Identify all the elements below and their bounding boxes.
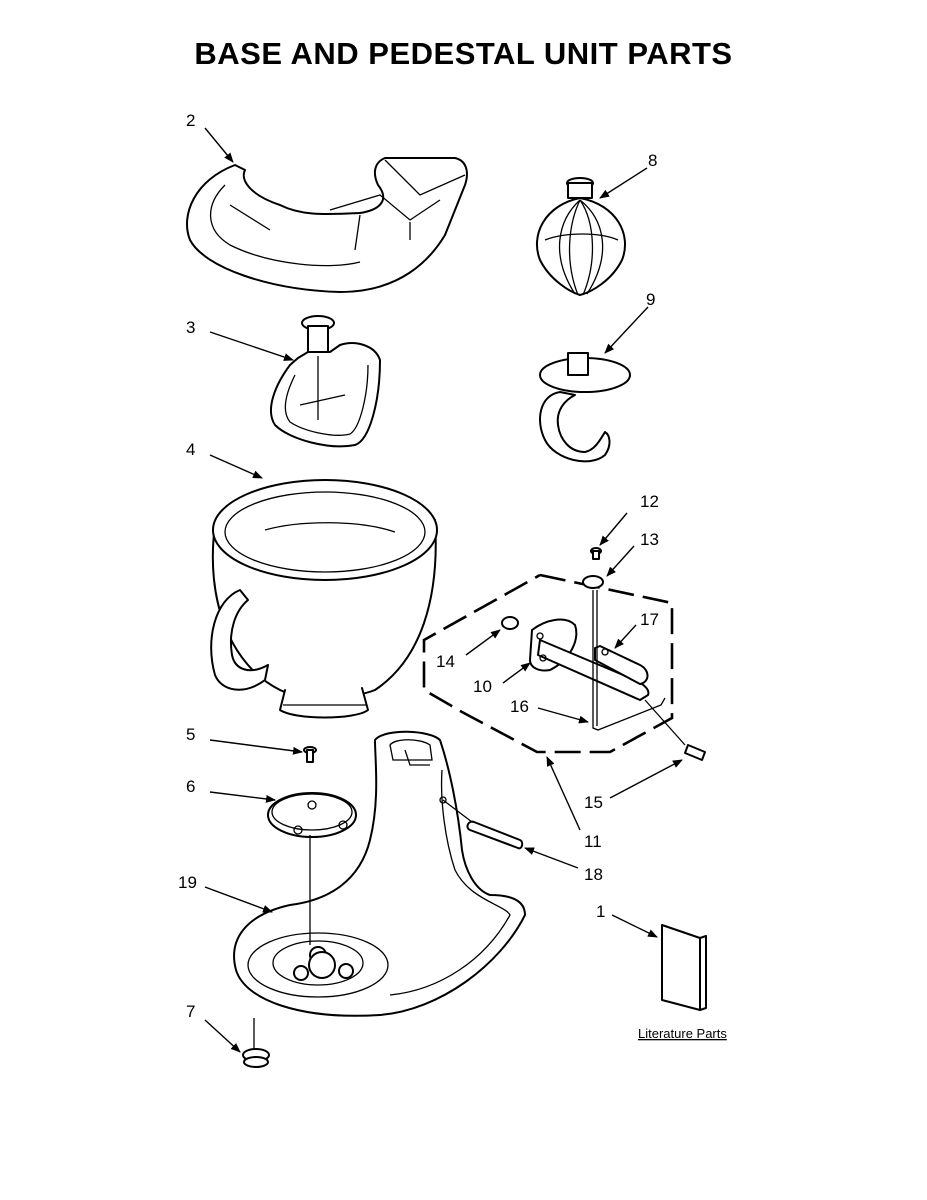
foot-part (242, 1018, 270, 1068)
callout-7: 7 (186, 1002, 195, 1021)
callout-18: 18 (584, 865, 603, 884)
page-title: BASE AND PEDESTAL UNIT PARTS (194, 36, 733, 71)
flat-beater-part (270, 315, 381, 448)
dough-hook-part (539, 352, 631, 463)
callout-6: 6 (186, 777, 195, 796)
wire-whip-part (535, 177, 627, 296)
pouring-shield-part (186, 157, 468, 293)
callout-5: 5 (186, 725, 195, 744)
callout-3: 3 (186, 318, 195, 337)
callout-13: 13 (640, 530, 659, 549)
callout-9: 9 (646, 290, 655, 309)
callout-11: 11 (584, 832, 602, 851)
leader-lines (204, 127, 683, 1053)
pedestal-base-part (233, 730, 526, 1017)
callout-4: 4 (186, 440, 195, 459)
clamp-plate-part (267, 792, 357, 838)
callout-10: 10 (473, 677, 492, 696)
callout-16: 16 (510, 697, 529, 716)
callout-19: 19 (178, 873, 197, 892)
callout-14: 14 (436, 652, 455, 671)
callout-8: 8 (648, 151, 657, 170)
screw-part (303, 746, 317, 763)
callout-1: 1 (596, 902, 605, 921)
literature-parts-label: Literature Parts (638, 1026, 727, 1041)
callout-15: 15 (584, 793, 603, 812)
hinge-assembly-group (422, 547, 706, 761)
callout-17: 17 (640, 610, 659, 629)
callout-12: 12 (640, 492, 659, 511)
bowl-part (210, 479, 438, 719)
hinge-pin-part (439, 796, 524, 850)
callout-2: 2 (186, 111, 195, 130)
literature-booklet-part (661, 924, 707, 1011)
